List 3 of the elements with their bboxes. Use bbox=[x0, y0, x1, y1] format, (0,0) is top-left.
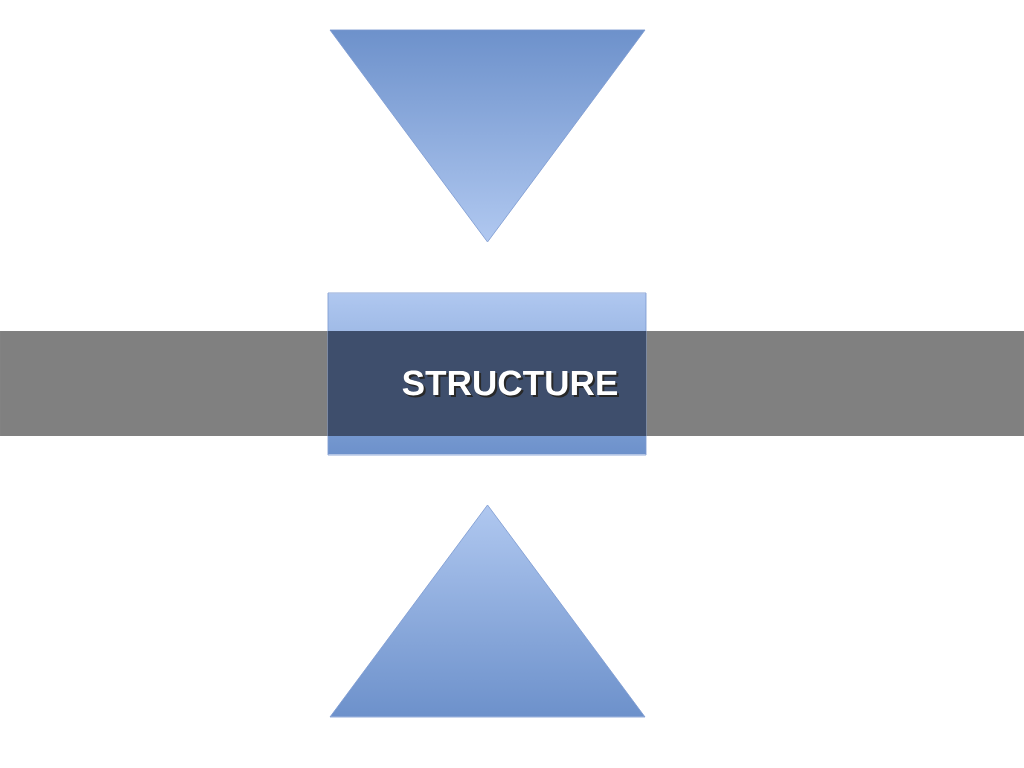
rectangle: STRUCTURE bbox=[327, 292, 647, 456]
triangle bbox=[329, 504, 646, 718]
triangle bbox=[329, 29, 646, 243]
